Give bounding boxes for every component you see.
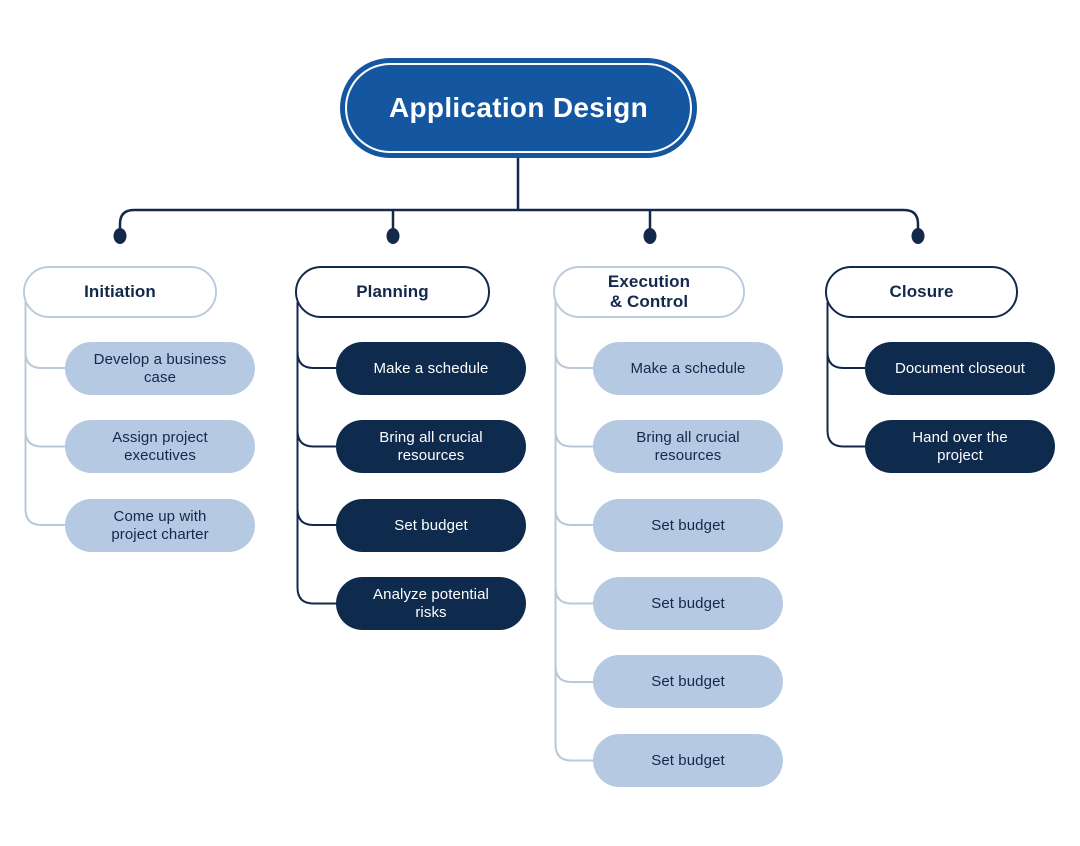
task-node-label: Set budget — [651, 672, 725, 690]
phase-header-label: Closure — [889, 281, 954, 301]
task-node-label: Hand over the project — [912, 428, 1008, 464]
task-node-label: Analyze potential risks — [373, 585, 489, 621]
phase-header-label: Execution & Control — [607, 271, 691, 311]
connector-closure — [826, 302, 865, 448]
branch-dot-closure — [911, 228, 925, 244]
task-node: Set budget — [593, 577, 783, 630]
task-node-label: Bring all crucial resources — [636, 428, 740, 464]
task-node-label: Develop a business case — [93, 350, 227, 386]
task-node-label: Make a schedule — [630, 359, 746, 377]
task-node: Bring all crucial resources — [336, 420, 526, 473]
task-node: Bring all crucial resources — [593, 420, 783, 473]
phase-header-planning: Planning — [295, 266, 490, 318]
task-node: Come up with project charter — [65, 499, 255, 552]
task-node-label: Set budget — [394, 516, 468, 534]
task-node: Analyze potential risks — [336, 577, 526, 630]
task-node: Develop a business case — [65, 342, 255, 395]
task-node-label: Make a schedule — [373, 359, 489, 377]
task-node-label: Bring all crucial resources — [379, 428, 483, 464]
branch-dot-execution — [643, 228, 657, 244]
task-node-label: Set budget — [651, 516, 725, 534]
task-node: Assign project executives — [65, 420, 255, 473]
root-node-label: Application Design — [389, 92, 648, 124]
root-node-application-design: Application Design — [340, 58, 697, 158]
connector-initiation — [24, 302, 65, 526]
branch-dot-planning — [386, 228, 400, 244]
task-node-label: Set budget — [651, 594, 725, 612]
task-node-label: Assign project executives — [112, 428, 208, 464]
task-node-label: Set budget — [651, 751, 725, 769]
task-node: Make a schedule — [336, 342, 526, 395]
task-node: Set budget — [593, 655, 783, 708]
task-node: Set budget — [593, 734, 783, 787]
connector-execution-control — [554, 302, 593, 762]
task-node: Hand over the project — [865, 420, 1055, 473]
branch-rail-line — [118, 208, 920, 234]
phase-header-label: Initiation — [84, 281, 156, 301]
task-node: Make a schedule — [593, 342, 783, 395]
task-node: Set budget — [593, 499, 783, 552]
phase-header-closure: Closure — [825, 266, 1018, 318]
task-node-label: Come up with project charter — [111, 507, 209, 543]
task-node-label: Document closeout — [894, 359, 1026, 377]
phase-header-execution-control: Execution & Control — [553, 266, 745, 318]
connector-planning — [296, 302, 336, 605]
task-node: Document closeout — [865, 342, 1055, 395]
phase-header-label: Planning — [356, 281, 429, 301]
phase-header-initiation: Initiation — [23, 266, 217, 318]
task-node: Set budget — [336, 499, 526, 552]
branch-dot-initiation — [113, 228, 127, 244]
